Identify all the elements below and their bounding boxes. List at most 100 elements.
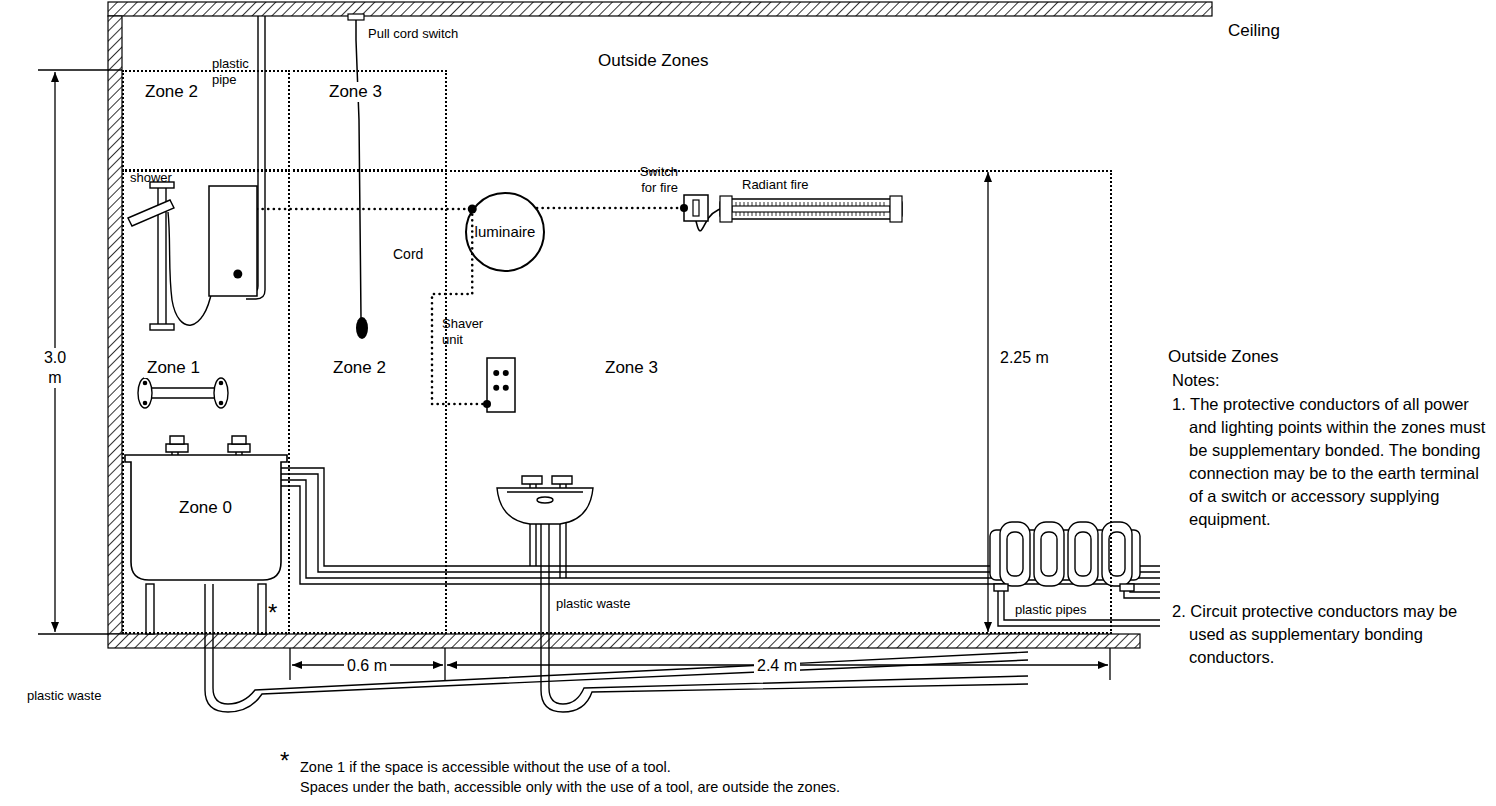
pipe-label: plastic waste xyxy=(556,596,630,612)
radiator xyxy=(1034,522,1064,586)
water-pipe xyxy=(172,452,1160,584)
fire-switch-outline xyxy=(684,195,708,221)
wiring-route xyxy=(537,207,684,210)
zone-region: Zone 1 showerZone 0 xyxy=(122,170,290,634)
part-label: Radiant fire xyxy=(742,177,808,193)
radiator xyxy=(1041,532,1057,576)
pull-cord-switch xyxy=(348,14,368,339)
bath-tap xyxy=(232,436,246,444)
bath-tap xyxy=(166,436,250,452)
radiator xyxy=(1075,532,1091,576)
grab-rail xyxy=(219,401,222,404)
dimension-line xyxy=(987,172,988,632)
bath-tap xyxy=(170,436,184,444)
zone-note: Outside Zones xyxy=(598,50,709,71)
part-label: luminaire xyxy=(475,223,536,241)
grab-rail xyxy=(145,388,221,398)
bath-zone: Zone 0 xyxy=(124,452,288,582)
footnote-text: Zone 1 if the space is accessible withou… xyxy=(300,758,671,776)
wash-basin xyxy=(507,491,583,492)
radiator xyxy=(994,584,1008,591)
pipe-label: plastic pipes xyxy=(1015,602,1087,618)
plastic-waste-pipe xyxy=(205,584,1028,712)
bath-leg xyxy=(146,584,154,634)
shaver-unit: Shaver unit xyxy=(487,358,515,412)
radiator-pipe xyxy=(998,590,1160,626)
shaver-unit-outline xyxy=(487,358,515,412)
dimension-line xyxy=(444,648,445,680)
zone-region: Zone 3 luminaire Switch for fire Radiant fi… xyxy=(445,170,1112,634)
luminaire-circle: luminaire xyxy=(465,192,545,272)
dimension-line xyxy=(38,69,122,70)
wash-basin xyxy=(537,497,553,503)
note-text: 1. The protective conductors of all powe… xyxy=(1172,393,1490,531)
radiator xyxy=(1102,522,1132,586)
zone-label: Zone 0 xyxy=(176,498,235,518)
radiator xyxy=(1007,532,1023,576)
dimension-label: 2.4 m xyxy=(754,656,800,676)
zone-note: Outside Zones xyxy=(1168,346,1279,367)
shower-riser xyxy=(168,212,212,325)
radiator xyxy=(990,530,1140,580)
wall-hatch xyxy=(108,16,122,634)
pull-cord-switch xyxy=(348,14,364,20)
switch-label: Pull cord switch xyxy=(368,26,458,42)
fire-switch: Switch for fire xyxy=(684,195,708,221)
part-label: Switch for fire xyxy=(626,164,678,195)
radiator-pipe xyxy=(998,590,1160,626)
footnote-marker: * xyxy=(280,746,289,776)
ceiling-label: Ceiling xyxy=(1228,20,1280,41)
ceiling-hatch xyxy=(108,2,1212,16)
dimension-label: 3.0 m xyxy=(33,348,77,388)
zone-region: Zone 2 xyxy=(122,70,290,171)
bath-tap xyxy=(166,444,188,452)
pipe-label: plastic waste xyxy=(27,688,101,704)
grab-rail xyxy=(143,381,146,384)
footnote-text: Spaces under the bath, accessible only w… xyxy=(300,778,840,796)
plastic-waste-pipe xyxy=(549,524,1028,704)
zone-label: Zone 1 xyxy=(144,358,203,378)
notes-heading: Notes: xyxy=(1172,369,1220,392)
water-pipe xyxy=(242,452,1160,578)
note-text: 2. Circuit protective conductors may be … xyxy=(1172,600,1490,669)
wash-basin xyxy=(497,488,593,524)
radiator xyxy=(1000,522,1030,586)
water-pipe xyxy=(236,452,1160,584)
part-label: shower xyxy=(130,170,182,186)
radiator-pipe xyxy=(1004,590,1160,620)
cord-label: Cord xyxy=(393,246,423,264)
dimension-line xyxy=(1109,648,1110,680)
grab-rail xyxy=(138,378,228,408)
dimension-label: 0.6 m xyxy=(344,656,390,676)
radiator xyxy=(990,522,1140,591)
floor-hatch xyxy=(108,634,1140,648)
wire-joint xyxy=(468,205,477,214)
dimension-line xyxy=(38,70,1110,680)
wall-hatch xyxy=(108,16,122,634)
bath-leg xyxy=(146,584,266,634)
wash-basin xyxy=(497,476,593,524)
shower-unit: shower xyxy=(209,186,257,296)
shower-riser xyxy=(128,200,174,226)
bath-tap xyxy=(228,444,250,452)
dimension-line xyxy=(289,648,290,680)
dimension-label: 2.25 m xyxy=(1000,348,1049,368)
zone-label: Zone 2 xyxy=(330,358,389,378)
grab-rail xyxy=(214,378,228,408)
radiant-fire-outline xyxy=(720,196,902,222)
radiant-fire: Radiant fire xyxy=(720,196,902,222)
zone-label: Zone 3 xyxy=(602,358,661,378)
zone-label: Zone 3 xyxy=(326,82,385,102)
grab-rail xyxy=(138,378,152,408)
zone-label: Zone 2 xyxy=(142,82,201,102)
grab-rail xyxy=(143,401,146,404)
wash-basin xyxy=(552,476,572,484)
grab-rail xyxy=(219,381,222,384)
shower-riser xyxy=(150,324,174,330)
plastic-waste-pipe xyxy=(541,524,1028,712)
wash-basin xyxy=(522,476,542,484)
part-label: Shaver unit xyxy=(442,316,492,347)
zone-region: Zone 3 xyxy=(288,70,447,171)
radiator xyxy=(1120,584,1134,591)
bath-leg xyxy=(258,584,266,634)
